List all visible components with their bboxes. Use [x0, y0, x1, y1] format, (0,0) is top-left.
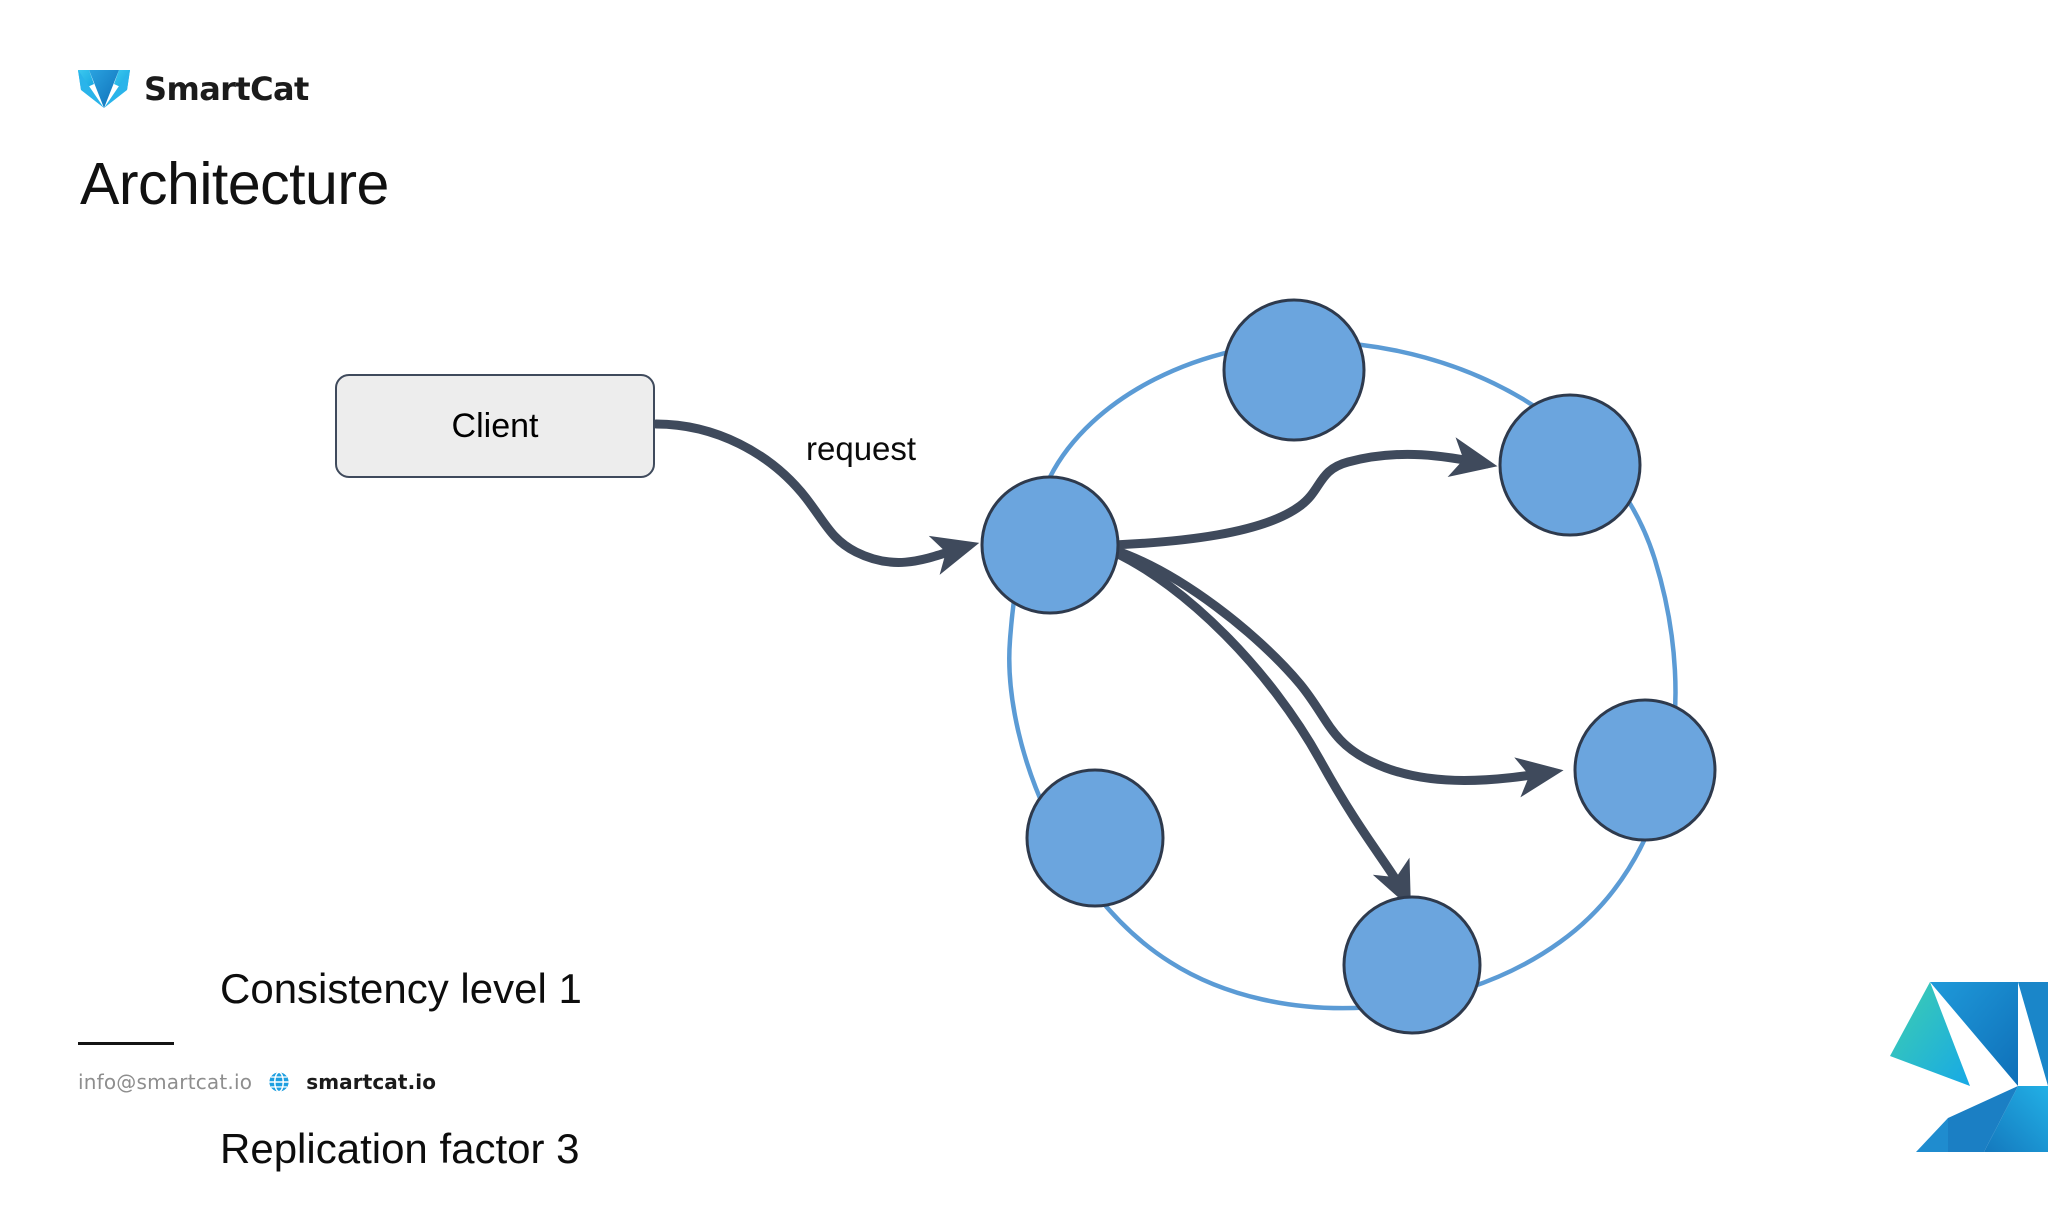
note-line-replication: Replication factor 3 — [220, 1124, 580, 1172]
node-top[interactable] — [1222, 298, 1366, 442]
brand-wordmark: SmartCat — [144, 70, 309, 108]
globe-icon — [269, 1071, 289, 1093]
client-node[interactable]: Client — [335, 374, 655, 478]
node-right-lower[interactable] — [1573, 698, 1717, 842]
arrow-coordinator-to-bottom — [1109, 547, 1411, 909]
node-right-upper[interactable] — [1498, 393, 1642, 537]
page-title: Architecture — [80, 151, 389, 217]
notes-block: Consistency level 1 Replication factor 3 — [220, 855, 582, 1228]
footer-email[interactable]: info@smartcat.io — [78, 1070, 253, 1094]
footer-divider — [78, 1042, 174, 1045]
node-bottom[interactable] — [1342, 895, 1482, 1035]
footer-website[interactable]: smartcat.io — [306, 1070, 437, 1094]
edge-label-request: request — [806, 430, 917, 467]
node-coordinator[interactable] — [980, 475, 1120, 615]
footer: info@smartcat.io smartcat.io — [78, 1070, 436, 1094]
note-line-consistency: Consistency level 1 — [220, 964, 582, 1012]
architecture-diagram — [651, 298, 1717, 1035]
arrow-coordinator-to-right-upper — [1109, 437, 1498, 550]
brand-logo: SmartCat — [78, 68, 309, 110]
smartcat-cat-head-icon — [78, 70, 130, 108]
node-left-lower[interactable] — [1025, 768, 1165, 908]
arrow-client-to-coordinator — [651, 419, 980, 575]
arrow-coordinator-to-right-lower — [1109, 545, 1564, 798]
client-label: Client — [451, 407, 539, 445]
